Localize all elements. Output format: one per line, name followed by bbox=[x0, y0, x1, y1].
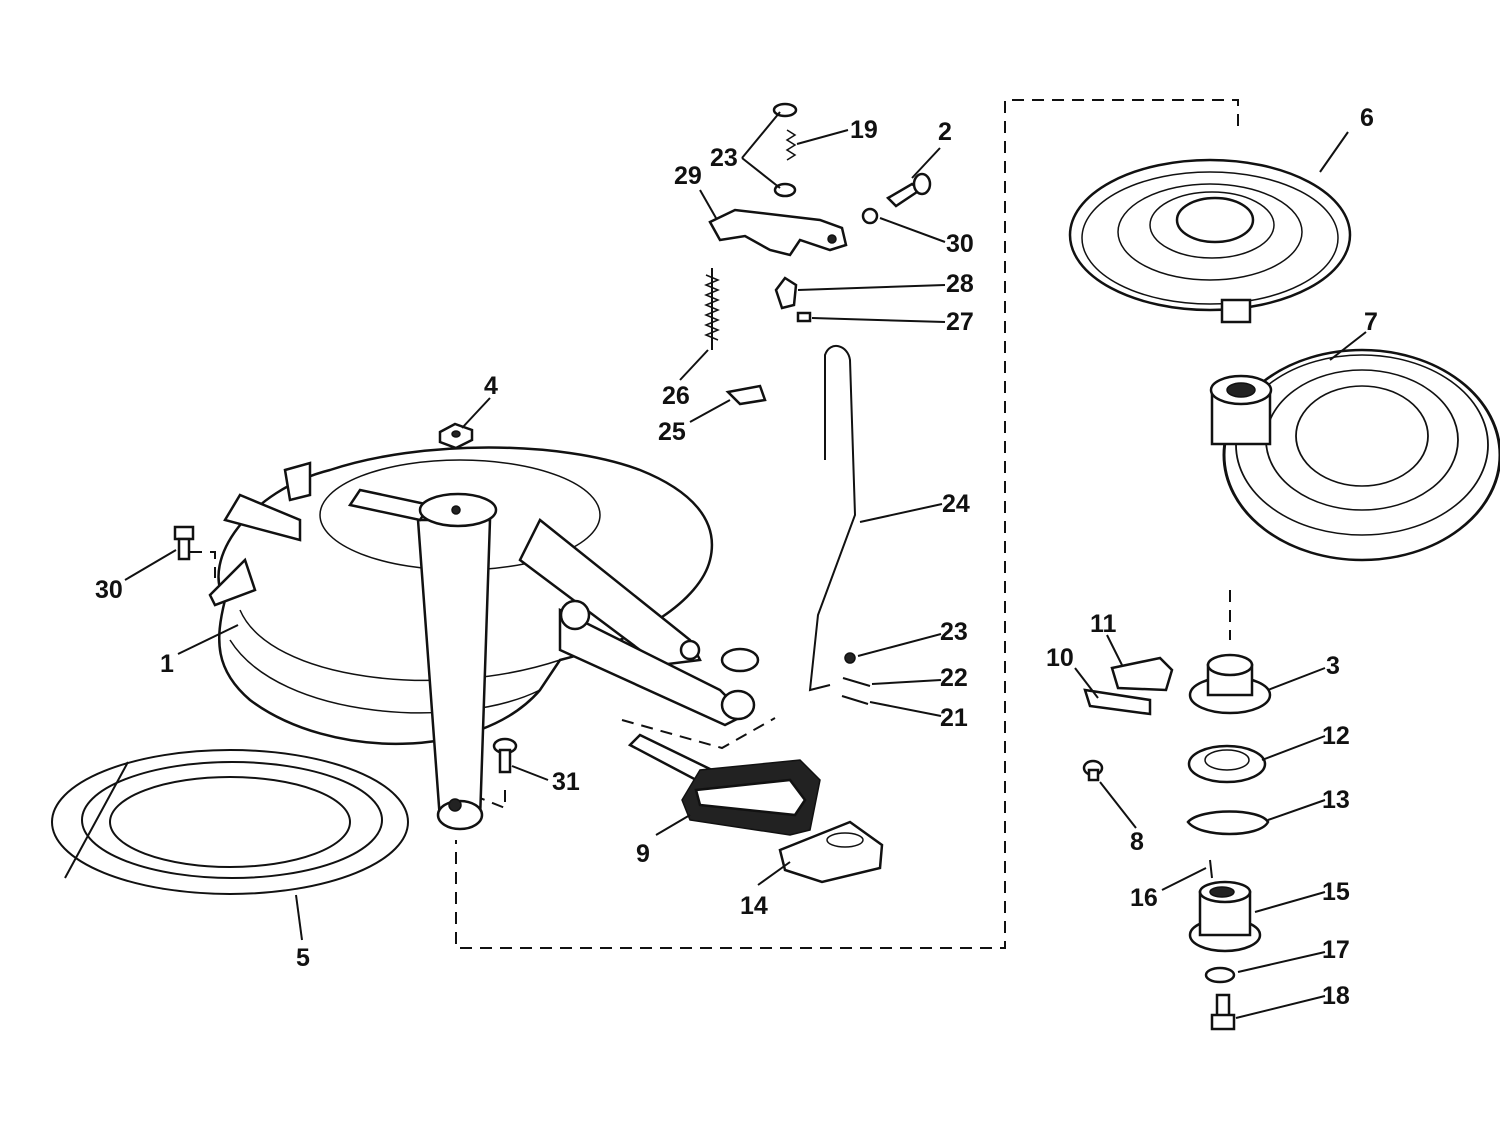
callout-25: 25 bbox=[658, 418, 686, 446]
callout-10: 10 bbox=[1046, 644, 1074, 672]
washer-part-30-right bbox=[861, 207, 879, 225]
rope-part-5 bbox=[51, 749, 409, 895]
callout-16: 16 bbox=[1130, 884, 1158, 912]
bolt-part-18 bbox=[1210, 993, 1236, 1031]
link-part-13 bbox=[1186, 810, 1270, 836]
screw-part-8 bbox=[1082, 759, 1104, 782]
screw-part-31 bbox=[492, 737, 518, 774]
callout-18: 18 bbox=[1322, 982, 1350, 1010]
pin-part-27 bbox=[796, 311, 812, 323]
callout-27: 27 bbox=[946, 308, 974, 336]
leader-lines bbox=[124, 111, 1367, 1019]
pin-part-22 bbox=[842, 677, 871, 687]
callout-4: 4 bbox=[484, 372, 498, 400]
washer-part-23-lower bbox=[844, 652, 856, 664]
callout-24: 24 bbox=[942, 490, 970, 518]
callout-30-right: 30 bbox=[946, 230, 974, 258]
callout-6: 6 bbox=[1360, 104, 1374, 132]
callout-8: 8 bbox=[1130, 828, 1144, 856]
spring-part-10 bbox=[1083, 688, 1152, 716]
plate-part-25 bbox=[725, 384, 767, 406]
spring-part-19 bbox=[785, 129, 797, 161]
callout-9: 9 bbox=[636, 840, 650, 868]
washer-part-17 bbox=[1204, 966, 1236, 984]
callout-7: 7 bbox=[1364, 308, 1378, 336]
callout-23-lower: 23 bbox=[940, 618, 968, 646]
callout-3: 3 bbox=[1326, 652, 1340, 680]
callout-30-left: 30 bbox=[95, 576, 123, 604]
callout-12: 12 bbox=[1322, 722, 1350, 750]
callout-29: 29 bbox=[674, 162, 702, 190]
washer-part-12 bbox=[1187, 744, 1267, 784]
callout-31: 31 bbox=[552, 768, 580, 796]
spring-part-26 bbox=[704, 268, 720, 350]
pulley-part-7 bbox=[1209, 348, 1500, 562]
rewind-spring-part-6 bbox=[1068, 158, 1352, 324]
pawl-part-11 bbox=[1110, 656, 1174, 692]
callout-17: 17 bbox=[1322, 936, 1350, 964]
screw-part-2 bbox=[885, 172, 932, 208]
hub-part-3 bbox=[1188, 653, 1272, 715]
handle-part-9 bbox=[627, 733, 821, 836]
callout-5: 5 bbox=[296, 944, 310, 972]
callout-26: 26 bbox=[662, 382, 690, 410]
hub-part-15 bbox=[1188, 880, 1262, 953]
bolt-part-30-left bbox=[173, 525, 195, 561]
callout-21: 21 bbox=[940, 704, 968, 732]
callout-23-upper: 23 bbox=[710, 144, 738, 172]
link-rod-part-24 bbox=[808, 345, 857, 692]
lever-part-29 bbox=[708, 208, 848, 257]
starter-housing-part bbox=[208, 446, 760, 831]
callout-28: 28 bbox=[946, 270, 974, 298]
callout-labels: 1 2 3 4 5 6 7 8 9 10 11 12 13 14 15 16 1… bbox=[95, 104, 1378, 1010]
nut-part-4 bbox=[438, 422, 474, 450]
callout-11: 11 bbox=[1090, 610, 1117, 638]
callout-15: 15 bbox=[1322, 878, 1350, 906]
cam-part-28 bbox=[774, 276, 798, 310]
callout-22: 22 bbox=[940, 664, 968, 692]
callout-13: 13 bbox=[1322, 786, 1350, 814]
callout-19: 19 bbox=[850, 116, 878, 144]
pin-part-21 bbox=[841, 695, 869, 705]
callout-1: 1 bbox=[160, 650, 174, 678]
pin-part-16 bbox=[1209, 859, 1213, 879]
callout-2: 2 bbox=[938, 118, 952, 146]
anchor-part-14 bbox=[778, 820, 884, 884]
callout-14: 14 bbox=[740, 892, 768, 920]
